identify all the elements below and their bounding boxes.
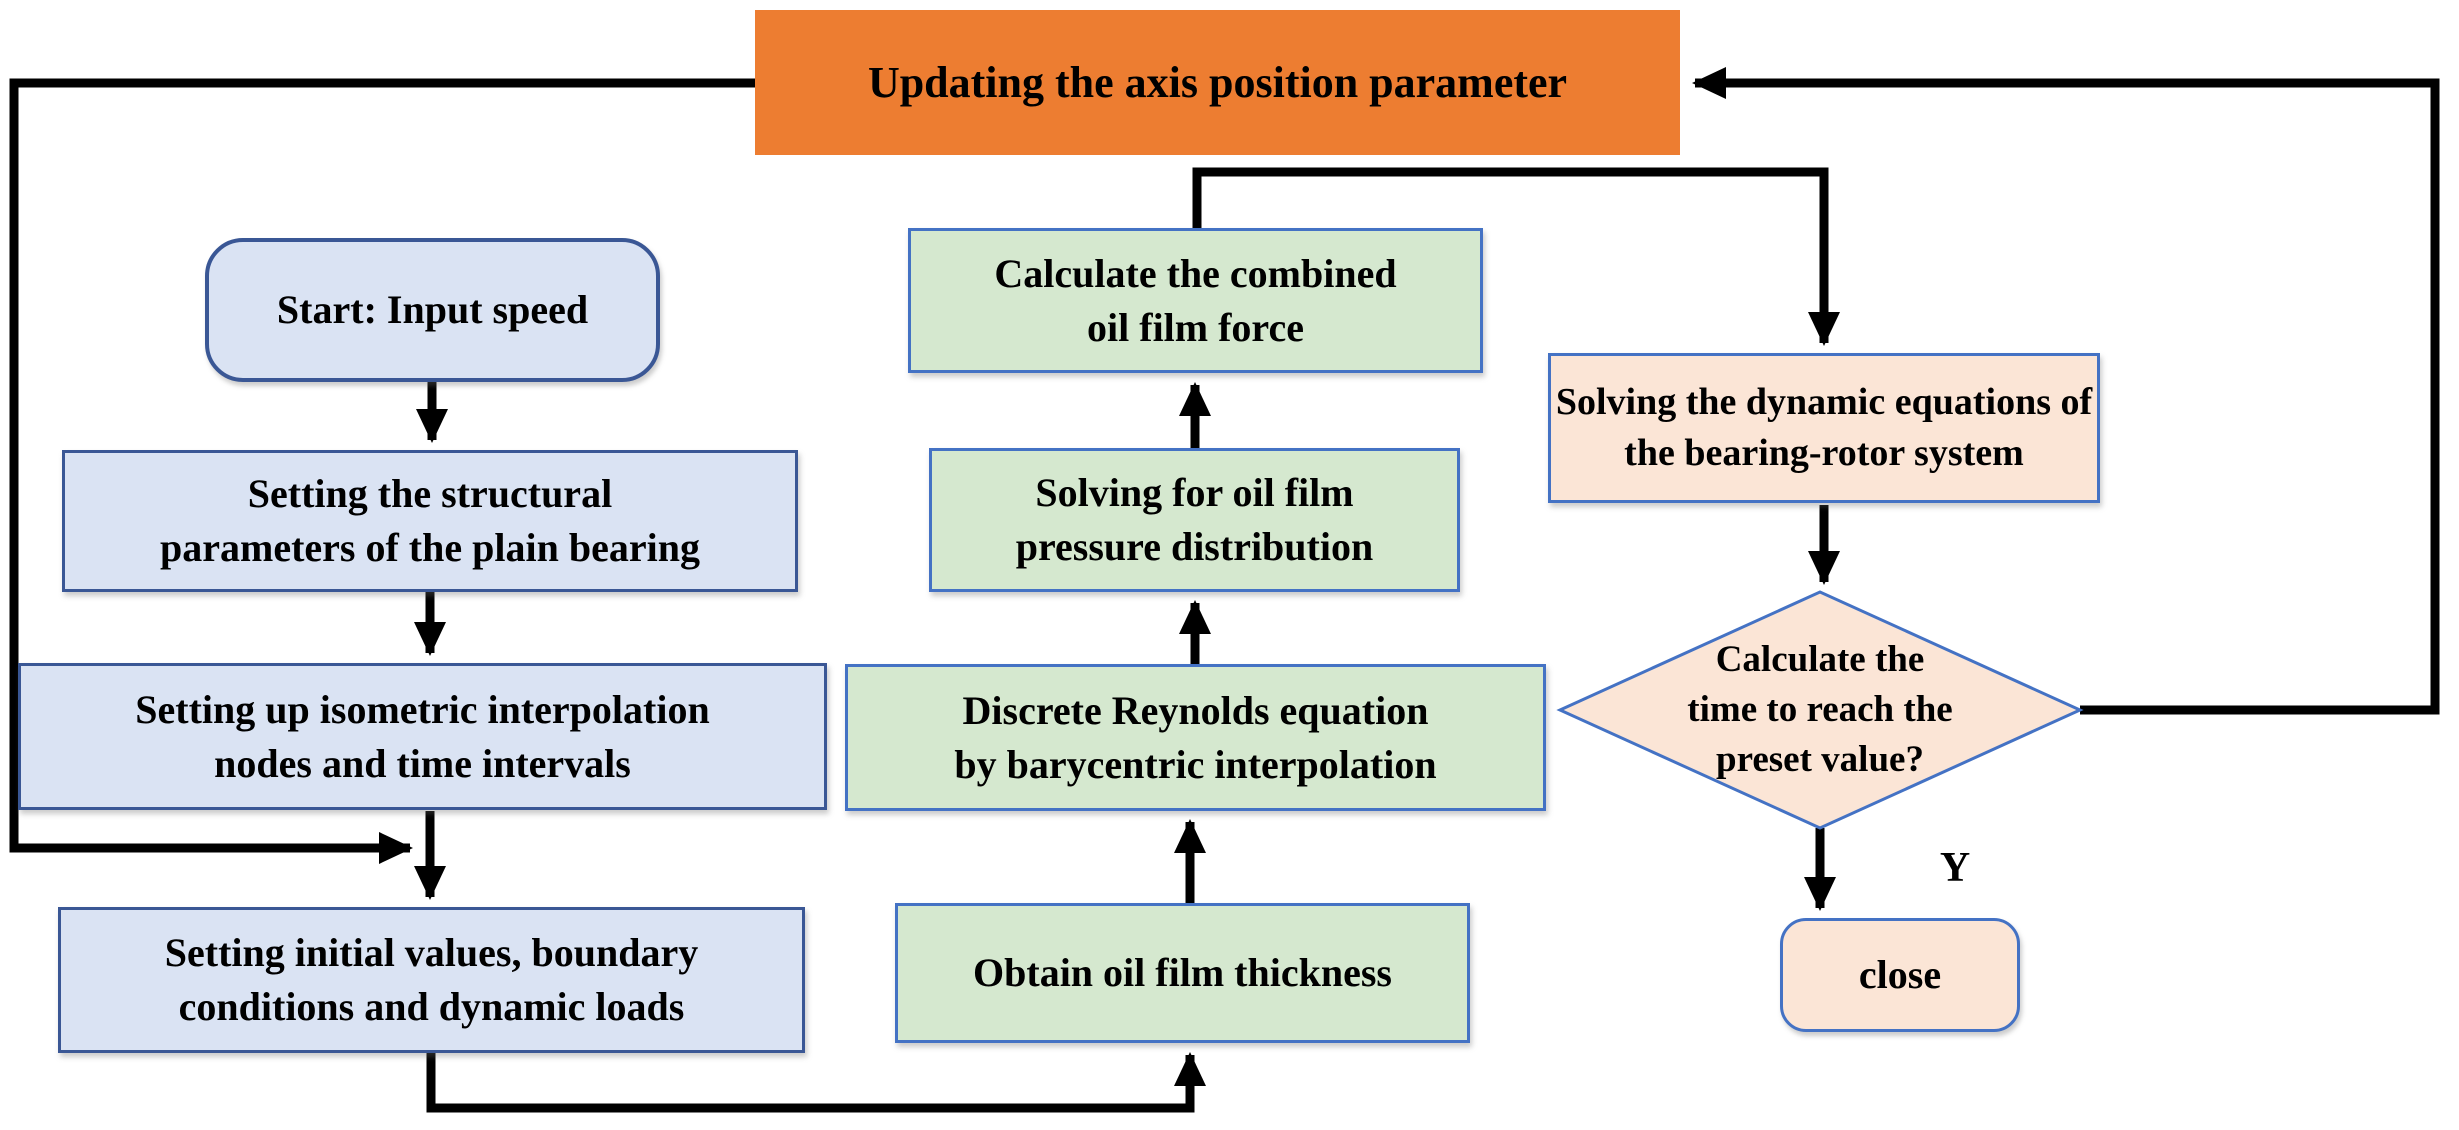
node-discrete-reynolds: Discrete Reynolds equation by barycentri… bbox=[845, 664, 1546, 811]
branch-yes-label: Y bbox=[1939, 844, 1971, 891]
decision-diamond-shape bbox=[1556, 590, 2084, 830]
node-isometric-interpolation: Setting up isometric interpolation nodes… bbox=[18, 663, 827, 810]
node-oil-film-pressure: Solving for oil film pressure distributi… bbox=[929, 448, 1460, 592]
node-updating-axis-position: Updating the axis position parameter bbox=[755, 10, 1680, 155]
connector-decision-to-updating bbox=[1692, 67, 2440, 715]
node-structural-parameters: Setting the structural parameters of the… bbox=[62, 450, 798, 592]
node-oil-film-thickness: Obtain oil film thickness bbox=[895, 903, 1470, 1043]
node-start-input-speed: Start: Input speed bbox=[205, 238, 660, 382]
connector-force-to-dynamic bbox=[1192, 167, 1840, 346]
node-dynamic-equations: Solving the dynamic equations of the bea… bbox=[1548, 353, 2100, 503]
decision-diamond-label: Calculate the time to reach the preset v… bbox=[1687, 639, 1953, 780]
node-initial-values: Setting initial values, boundary conditi… bbox=[58, 907, 805, 1053]
node-close: close bbox=[1780, 918, 2020, 1032]
node-combined-oil-film-force: Calculate the combined oil film force bbox=[908, 228, 1483, 373]
connector-initial-to-thickness bbox=[426, 1052, 1206, 1113]
connector-updating-to-left-junction bbox=[9, 78, 757, 864]
